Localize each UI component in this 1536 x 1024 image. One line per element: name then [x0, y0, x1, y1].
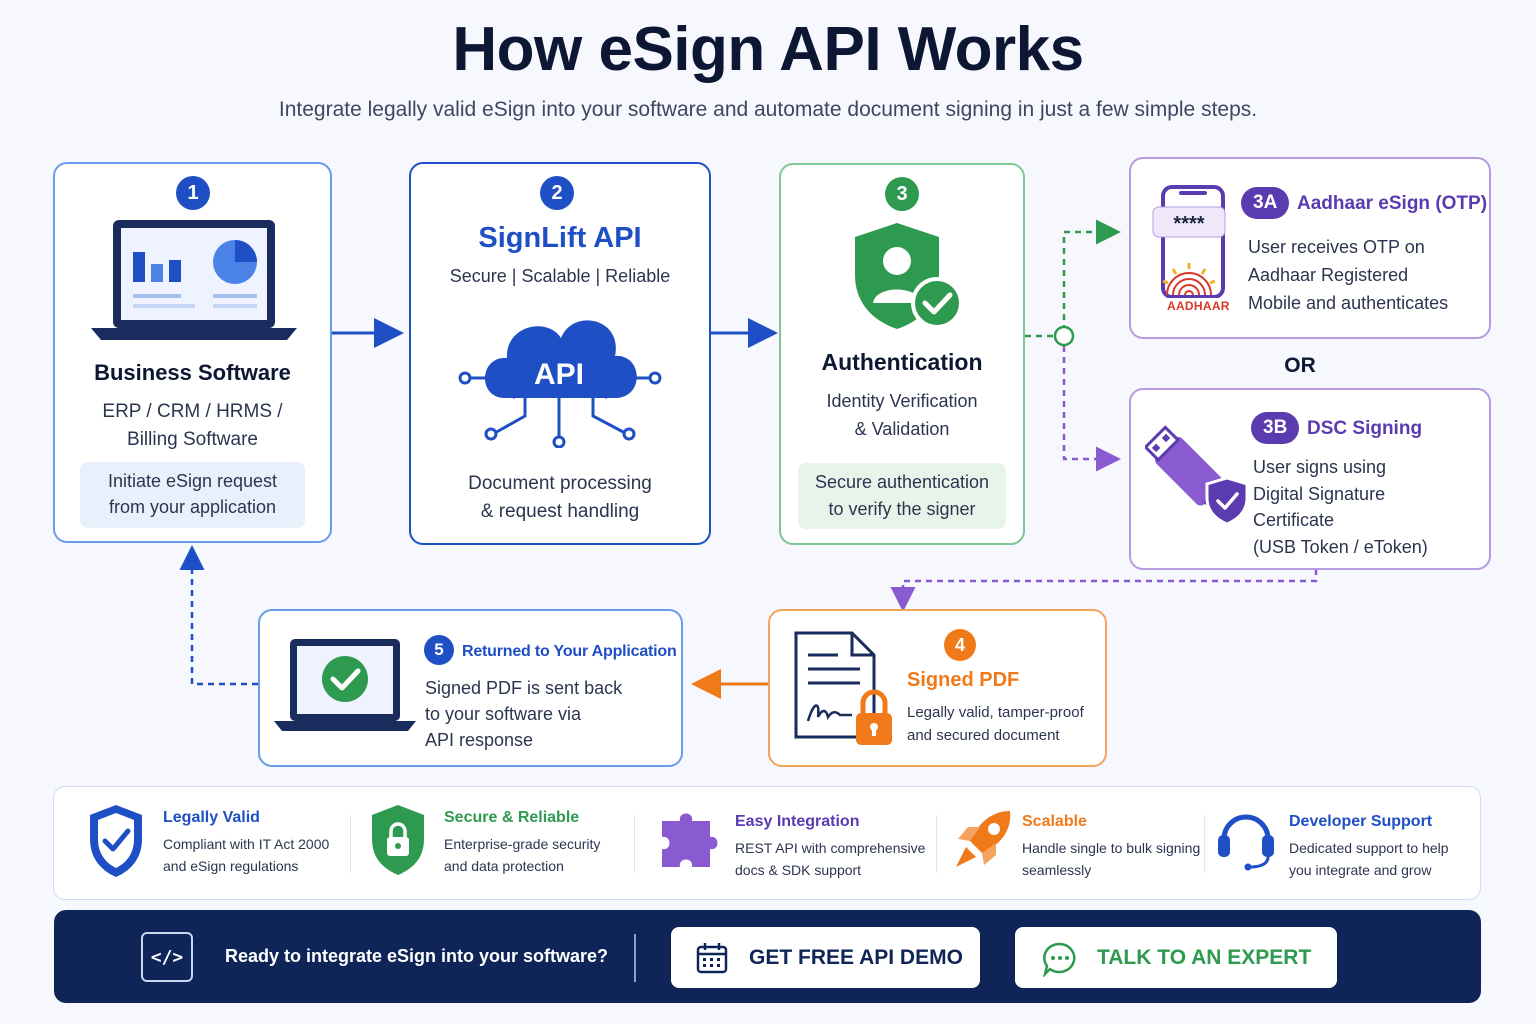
arrow-3b-to-4	[890, 569, 1318, 612]
step-3-title: Authentication	[821, 349, 983, 375]
step-3a-title: Aadhaar eSign (OTP)	[1297, 193, 1488, 214]
step-5-title: Returned to Your Application	[462, 643, 677, 660]
step-3-number: 3	[885, 177, 919, 211]
arrow-5-to-1	[179, 545, 258, 686]
puzzle-icon	[662, 813, 718, 867]
step-1-desc: ERP / CRM / HRMS / Billing Software	[102, 401, 283, 450]
feature-3-title: Easy Integration	[735, 813, 860, 830]
step-3-note: Secure authentication to verify the sign…	[798, 463, 1006, 529]
step-2-desc: Document processing & request handling	[468, 473, 652, 522]
otp-mask: ****	[1173, 213, 1204, 235]
phone-otp-icon: ****	[1151, 185, 1231, 313]
shield-lock-icon	[372, 805, 424, 875]
shield-user-icon	[855, 223, 963, 329]
step-2-tagline: Secure | Scalable | Reliable	[449, 266, 671, 286]
step-3-desc: Identity Verification & Validation	[826, 391, 978, 439]
step-2-title: SignLift API	[478, 222, 642, 254]
step-1-number: 1	[176, 176, 210, 210]
step-3a-number: 3A	[1241, 187, 1290, 219]
step-2-number: 2	[540, 176, 574, 210]
step-2-card: 2 SignLift API Secure | Scalable | Relia…	[409, 162, 711, 545]
feature-2-desc: Enterprise-grade security and data prote…	[444, 836, 601, 874]
cta-bar: </> Ready to integrate eSign into your s…	[54, 910, 1481, 1003]
step-4-title: Signed PDF	[907, 669, 1020, 691]
calendar-icon	[696, 943, 728, 974]
talk-to-expert-button[interactable]: TALK TO AN EXPERT	[1015, 927, 1337, 988]
code-icon: </>	[141, 932, 193, 982]
feature-1-title: Legally Valid	[163, 809, 260, 826]
get-free-api-demo-button[interactable]: GET FREE API DEMO	[671, 927, 980, 988]
branch-node	[1053, 325, 1075, 347]
step-4-card: 4 Signed PDF Legally valid, tamper-proof…	[768, 609, 1107, 767]
or-label: OR	[1284, 354, 1316, 377]
arrow-3-to-3a	[1025, 219, 1121, 338]
aadhaar-logo-text: AADHAAR	[1167, 299, 1230, 313]
step-1-title: Business Software	[94, 360, 291, 385]
step-3b-card: 3B DSC Signing User signs using Digital …	[1129, 388, 1491, 570]
feature-5-desc: Dedicated support to help you integrate …	[1289, 840, 1449, 878]
feature-divider	[936, 815, 937, 873]
feature-3-desc: REST API with comprehensive docs & SDK s…	[735, 840, 926, 878]
feature-2-title: Secure & Reliable	[444, 809, 580, 826]
step-5-desc: Signed PDF is sent back to your software…	[425, 678, 623, 750]
step-3a-card: **** AADHAAR 3A Aadhaar eSign (OTP) User…	[1129, 157, 1491, 339]
api-icon-text: API	[534, 358, 584, 391]
step-3a-desc: User receives OTP on Aadhaar Registered …	[1248, 237, 1449, 313]
feature-5-title: Developer Support	[1289, 813, 1433, 830]
rocket-icon	[956, 811, 1011, 867]
feature-4-title: Scalable	[1022, 813, 1087, 830]
features-strip: Legally Valid Compliant with IT Act 2000…	[53, 786, 1481, 900]
step-3b-desc: User signs using Digital Signature Certi…	[1253, 457, 1428, 557]
feature-1-desc: Compliant with IT Act 2000 and eSign reg…	[163, 836, 330, 874]
step-4-desc: Legally valid, tamper-proof and secured …	[907, 704, 1084, 744]
cloud-api-icon: API	[458, 320, 662, 448]
chat-icon	[1042, 942, 1076, 977]
step-3-card: 3 Authentication Identity Verification &…	[779, 163, 1025, 545]
headset-icon	[1218, 814, 1274, 871]
feature-divider	[350, 815, 351, 873]
cta-divider	[634, 934, 636, 982]
talk-to-expert-label: TALK TO AN EXPERT	[1097, 946, 1312, 969]
laptop-check-icon	[274, 639, 416, 731]
cta-text: Ready to integrate eSign into your softw…	[225, 946, 609, 966]
step-4-number: 4	[944, 629, 976, 661]
step-3b-number: 3B	[1251, 412, 1300, 444]
step-5-number: 5	[424, 635, 454, 665]
get-free-api-demo-label: GET FREE API DEMO	[749, 946, 963, 969]
signed-document-lock-icon	[794, 631, 892, 745]
page-title: How eSign API Works	[452, 15, 1084, 84]
page-subtitle: Integrate legally valid eSign into your …	[278, 98, 1258, 121]
laptop-chart-icon	[91, 220, 297, 340]
step-1-note: Initiate eSign request from your applica…	[80, 462, 305, 528]
step-5-card: 5 Returned to Your Application Signed PD…	[258, 609, 683, 767]
shield-check-icon	[90, 805, 142, 877]
feature-divider	[1204, 815, 1205, 873]
arrow-3-to-3b	[1062, 346, 1121, 472]
step-3b-title: DSC Signing	[1307, 418, 1423, 439]
step-1-card: 1 Business Software ERP / CRM / HRMS / B…	[53, 162, 332, 543]
feature-divider	[634, 815, 635, 873]
usb-token-icon	[1145, 425, 1249, 526]
feature-4-desc: Handle single to bulk signing seamlessly	[1022, 840, 1201, 878]
